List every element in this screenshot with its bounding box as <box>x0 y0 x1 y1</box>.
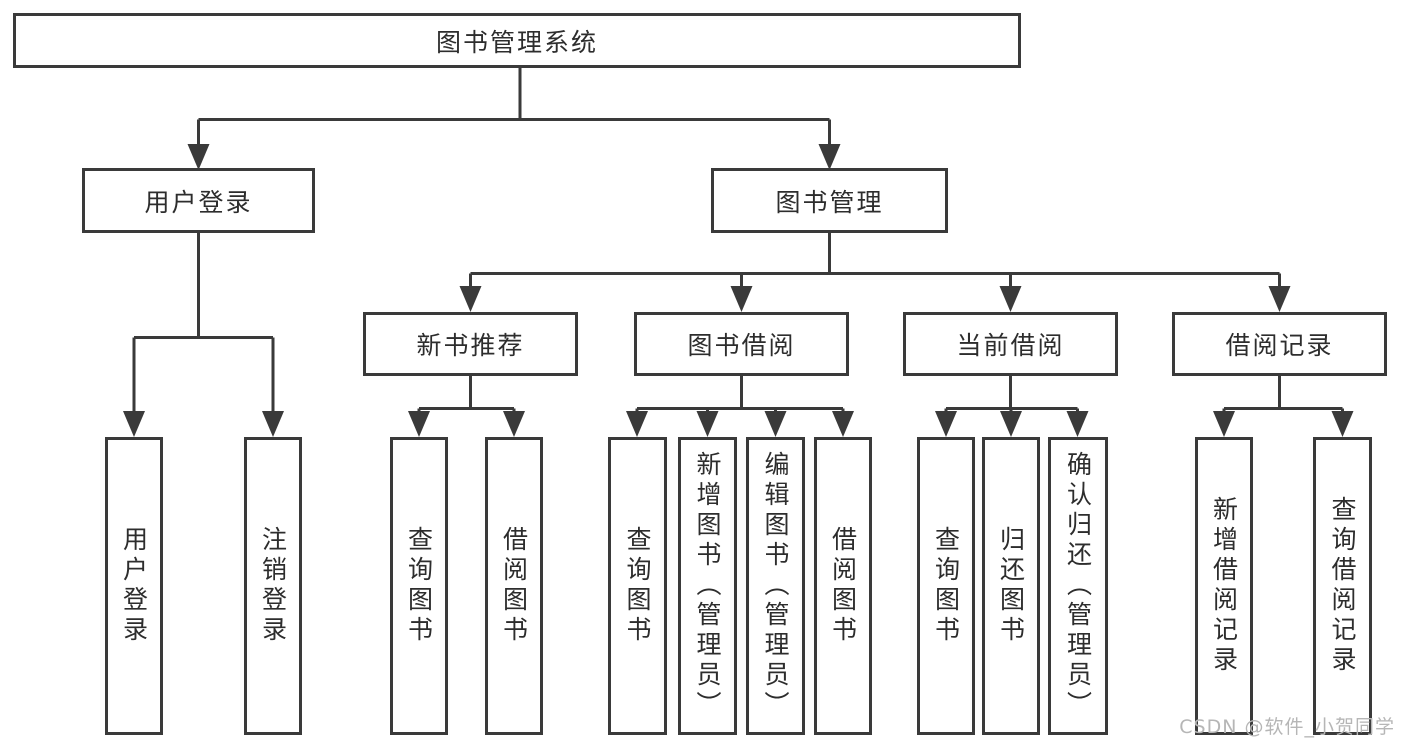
node-label: 图书借阅 <box>687 331 796 360</box>
node-label: 当前借阅 <box>956 331 1065 360</box>
connector-root-to-level2 <box>197 68 831 145</box>
arrow-down-icon <box>626 411 648 437</box>
arrow-down-icon <box>832 411 854 437</box>
node-borrow-record: 借阅记录 <box>1172 312 1387 376</box>
leaf-nbr-borrow-book: 借阅图书 <box>485 437 543 735</box>
arrow-down-icon <box>1331 411 1354 437</box>
node-label: 用户登录 <box>119 526 149 646</box>
node-label: 用户登录 <box>144 187 253 217</box>
leaf-user-login: 用户登录 <box>105 437 163 735</box>
node-user-login: 用户登录 <box>82 168 315 233</box>
node-label: 归还图书 <box>996 526 1026 646</box>
arrow-down-icon <box>935 411 957 437</box>
connector-book-mgmt-to-level3 <box>469 232 1281 287</box>
arrow-down-icon <box>818 144 841 170</box>
node-root: 图书管理系统 <box>13 13 1021 68</box>
node-label: 图书管理系统 <box>435 27 598 57</box>
leaf-cb-return-book: 归还图书 <box>982 437 1040 735</box>
leaf-cb-query-book: 查询图书 <box>917 437 975 735</box>
leaf-bb-add-book: 新增图书（管理员） <box>678 437 737 735</box>
arrow-down-icon <box>1066 411 1089 437</box>
leaf-br-add-record: 新增借阅记录 <box>1195 437 1253 735</box>
leaf-cb-confirm-return: 确认归还（管理员） <box>1048 437 1108 735</box>
leaf-logout: 注销登录 <box>244 437 302 735</box>
leaf-nbr-query-book: 查询图书 <box>390 437 448 735</box>
arrow-down-icon <box>1000 411 1022 437</box>
arrow-down-icon <box>696 411 719 437</box>
leaf-bb-borrow-book: 借阅图书 <box>814 437 872 735</box>
arrow-down-icon <box>262 411 284 437</box>
arrow-down-icon <box>1213 411 1235 437</box>
node-new-book-rec: 新书推荐 <box>363 312 578 376</box>
arrow-down-icon <box>999 286 1022 312</box>
node-label: 查询图书 <box>931 526 961 646</box>
arrow-down-icon <box>187 144 210 170</box>
node-label: 新书推荐 <box>416 331 525 360</box>
node-book-mgmt: 图书管理 <box>711 168 948 233</box>
node-label: 注销登录 <box>258 526 288 646</box>
arrow-down-icon <box>123 411 145 437</box>
leaf-bb-edit-book: 编辑图书（管理员） <box>746 437 805 735</box>
leaf-bb-query-book: 查询图书 <box>608 437 667 735</box>
connector-level3-to-leaves <box>417 374 1344 412</box>
node-label: 借阅图书 <box>499 526 529 646</box>
node-current-borrow: 当前借阅 <box>903 312 1118 376</box>
arrow-down-icon <box>764 411 787 437</box>
node-label: 确认归还（管理员） <box>1063 451 1093 721</box>
node-label: 查询借阅记录 <box>1328 496 1357 676</box>
arrow-down-icon <box>1268 286 1291 312</box>
arrow-down-icon <box>503 411 525 437</box>
arrow-down-icon <box>459 286 482 312</box>
node-book-borrow: 图书借阅 <box>634 312 849 376</box>
arrow-down-icon <box>408 411 430 437</box>
node-label: 编辑图书（管理员） <box>761 451 790 721</box>
node-label: 新增借阅记录 <box>1209 496 1239 676</box>
watermark: CSDN @软件_小贺同学 <box>1179 716 1395 738</box>
leaf-br-query-record: 查询借阅记录 <box>1313 437 1372 735</box>
connector-user-login-to-leaves <box>132 232 275 412</box>
node-label: 借阅图书 <box>828 526 858 646</box>
node-label: 图书管理 <box>775 187 884 217</box>
node-label: 查询图书 <box>623 526 652 646</box>
node-label: 新增图书（管理员） <box>693 451 722 721</box>
node-label: 查询图书 <box>404 526 434 646</box>
arrow-down-icon <box>730 286 753 312</box>
node-label: 借阅记录 <box>1225 331 1334 360</box>
